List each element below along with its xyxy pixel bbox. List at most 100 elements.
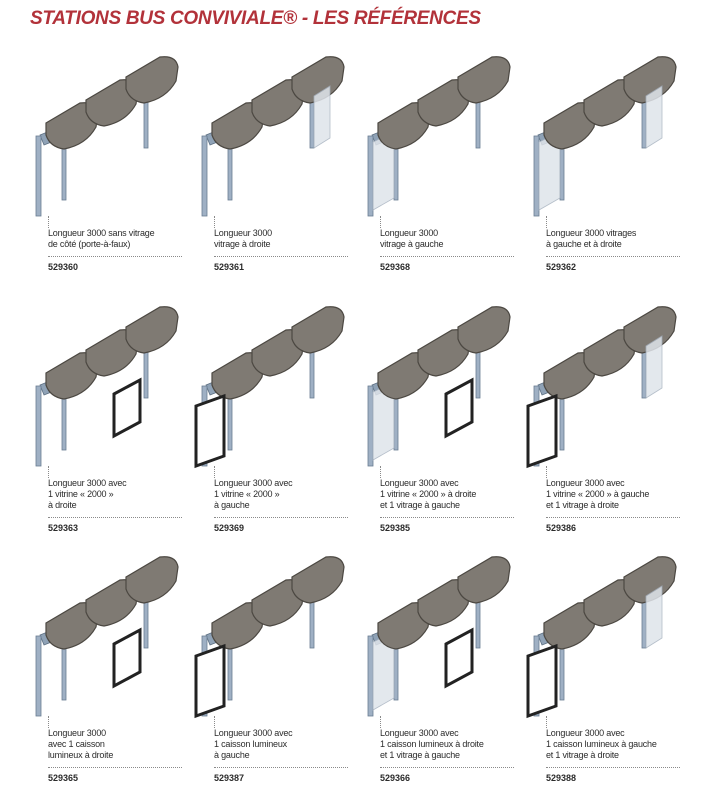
reference-number: 529388: [546, 773, 577, 783]
right-glass-panel: [645, 85, 663, 149]
shelter-illustration: [367, 306, 511, 467]
caption-line: vitrage à droite: [214, 239, 271, 249]
shelter-illustration: [533, 56, 677, 217]
display-case-right: [444, 627, 474, 689]
caption-line: de côté (porte-à-faux): [48, 239, 131, 249]
right-glass-panel: [645, 335, 663, 399]
caption-line: Longueur 3000 avec: [48, 478, 127, 488]
shelter-illustration: [35, 56, 179, 217]
leader-line: [546, 466, 547, 478]
display-case-right: [112, 377, 142, 439]
leader-line: [546, 216, 547, 228]
display-case-left: [526, 643, 558, 719]
leader-line: [380, 466, 381, 478]
caption-line: Longueur 3000 avec: [380, 478, 459, 488]
post-left: [367, 635, 374, 717]
right-glass-panel: [313, 85, 331, 149]
shelter-illustration: [367, 56, 511, 217]
shelter-illustration: [194, 556, 345, 719]
canopy-segment: [125, 306, 179, 354]
caption-line: Longueur 3000: [214, 228, 272, 238]
reference-number: 529362: [546, 262, 577, 272]
caption-line: 1 caisson lumineux à droite: [380, 739, 484, 749]
shelter-illustration: [194, 306, 345, 469]
display-case-left: [526, 393, 558, 469]
right-glass-panel: [645, 585, 663, 649]
leader-line: [214, 716, 215, 728]
caption-line: Longueur 3000 avec: [214, 478, 293, 488]
canopy-segment: [623, 556, 677, 604]
caption-line: et 1 vitrage à gauche: [380, 750, 460, 760]
reference-number: 529387: [214, 773, 245, 783]
display-case-left: [194, 393, 226, 469]
canopy-segment: [291, 56, 345, 104]
reference-number: 529361: [214, 262, 245, 272]
dotted-rule: [214, 517, 348, 518]
caption-line: Longueur 3000: [48, 728, 106, 738]
canopy-segment: [291, 306, 345, 354]
display-case-right: [112, 627, 142, 689]
post-left: [201, 135, 208, 217]
leader-line: [48, 466, 49, 478]
caption-line: Longueur 3000 avec: [546, 478, 625, 488]
reference-number: 529369: [214, 523, 245, 533]
page-title: STATIONS BUS CONVIVIALE® - LES RÉFÉRENCE…: [30, 8, 481, 29]
leader-line: [546, 716, 547, 728]
caption-line: et 1 vitrage à gauche: [380, 500, 460, 510]
dotted-rule: [380, 767, 514, 768]
caption-line: Longueur 3000: [380, 228, 438, 238]
caption-line: 1 vitrine « 2000 » à droite: [380, 489, 477, 499]
canopy-segment: [457, 556, 511, 604]
dotted-rule: [380, 256, 514, 257]
dotted-rule: [380, 517, 514, 518]
caption-line: Longueur 3000 avec: [546, 728, 625, 738]
leader-line: [214, 466, 215, 478]
post-left: [35, 385, 42, 467]
caption-line: 1 vitrine « 2000 » à gauche: [546, 489, 650, 499]
caption-line: Longueur 3000 sans vitrage: [48, 228, 155, 238]
reference-number: 529365: [48, 773, 79, 783]
caption-line: 1 vitrine « 2000 »: [48, 489, 114, 499]
caption-line: Longueur 3000 avec: [214, 728, 293, 738]
display-case-right: [444, 377, 474, 439]
shelter-illustration: [35, 556, 179, 717]
canopy-segment: [125, 56, 179, 104]
reference-number: 529360: [48, 262, 79, 272]
dotted-rule: [214, 256, 348, 257]
caption-line: 1 vitrine « 2000 »: [214, 489, 280, 499]
caption-line: à gauche: [214, 500, 250, 510]
reference-number: 529368: [380, 262, 411, 272]
caption-line: 1 caisson lumineux à gauche: [546, 739, 657, 749]
shelter-illustration: [526, 556, 677, 719]
reference-number: 529385: [380, 523, 411, 533]
caption-line: lumineux à droite: [48, 750, 114, 760]
canopy-segment: [623, 306, 677, 354]
canopy-segment: [291, 556, 345, 604]
leader-line: [380, 216, 381, 228]
dotted-rule: [48, 256, 182, 257]
caption-line: vitrage à gauche: [380, 239, 444, 249]
dotted-rule: [546, 767, 680, 768]
post-left: [533, 135, 540, 217]
caption-line: 1 caisson lumineux: [214, 739, 287, 749]
caption-line: avec 1 caisson: [48, 739, 105, 749]
post-left: [35, 635, 42, 717]
